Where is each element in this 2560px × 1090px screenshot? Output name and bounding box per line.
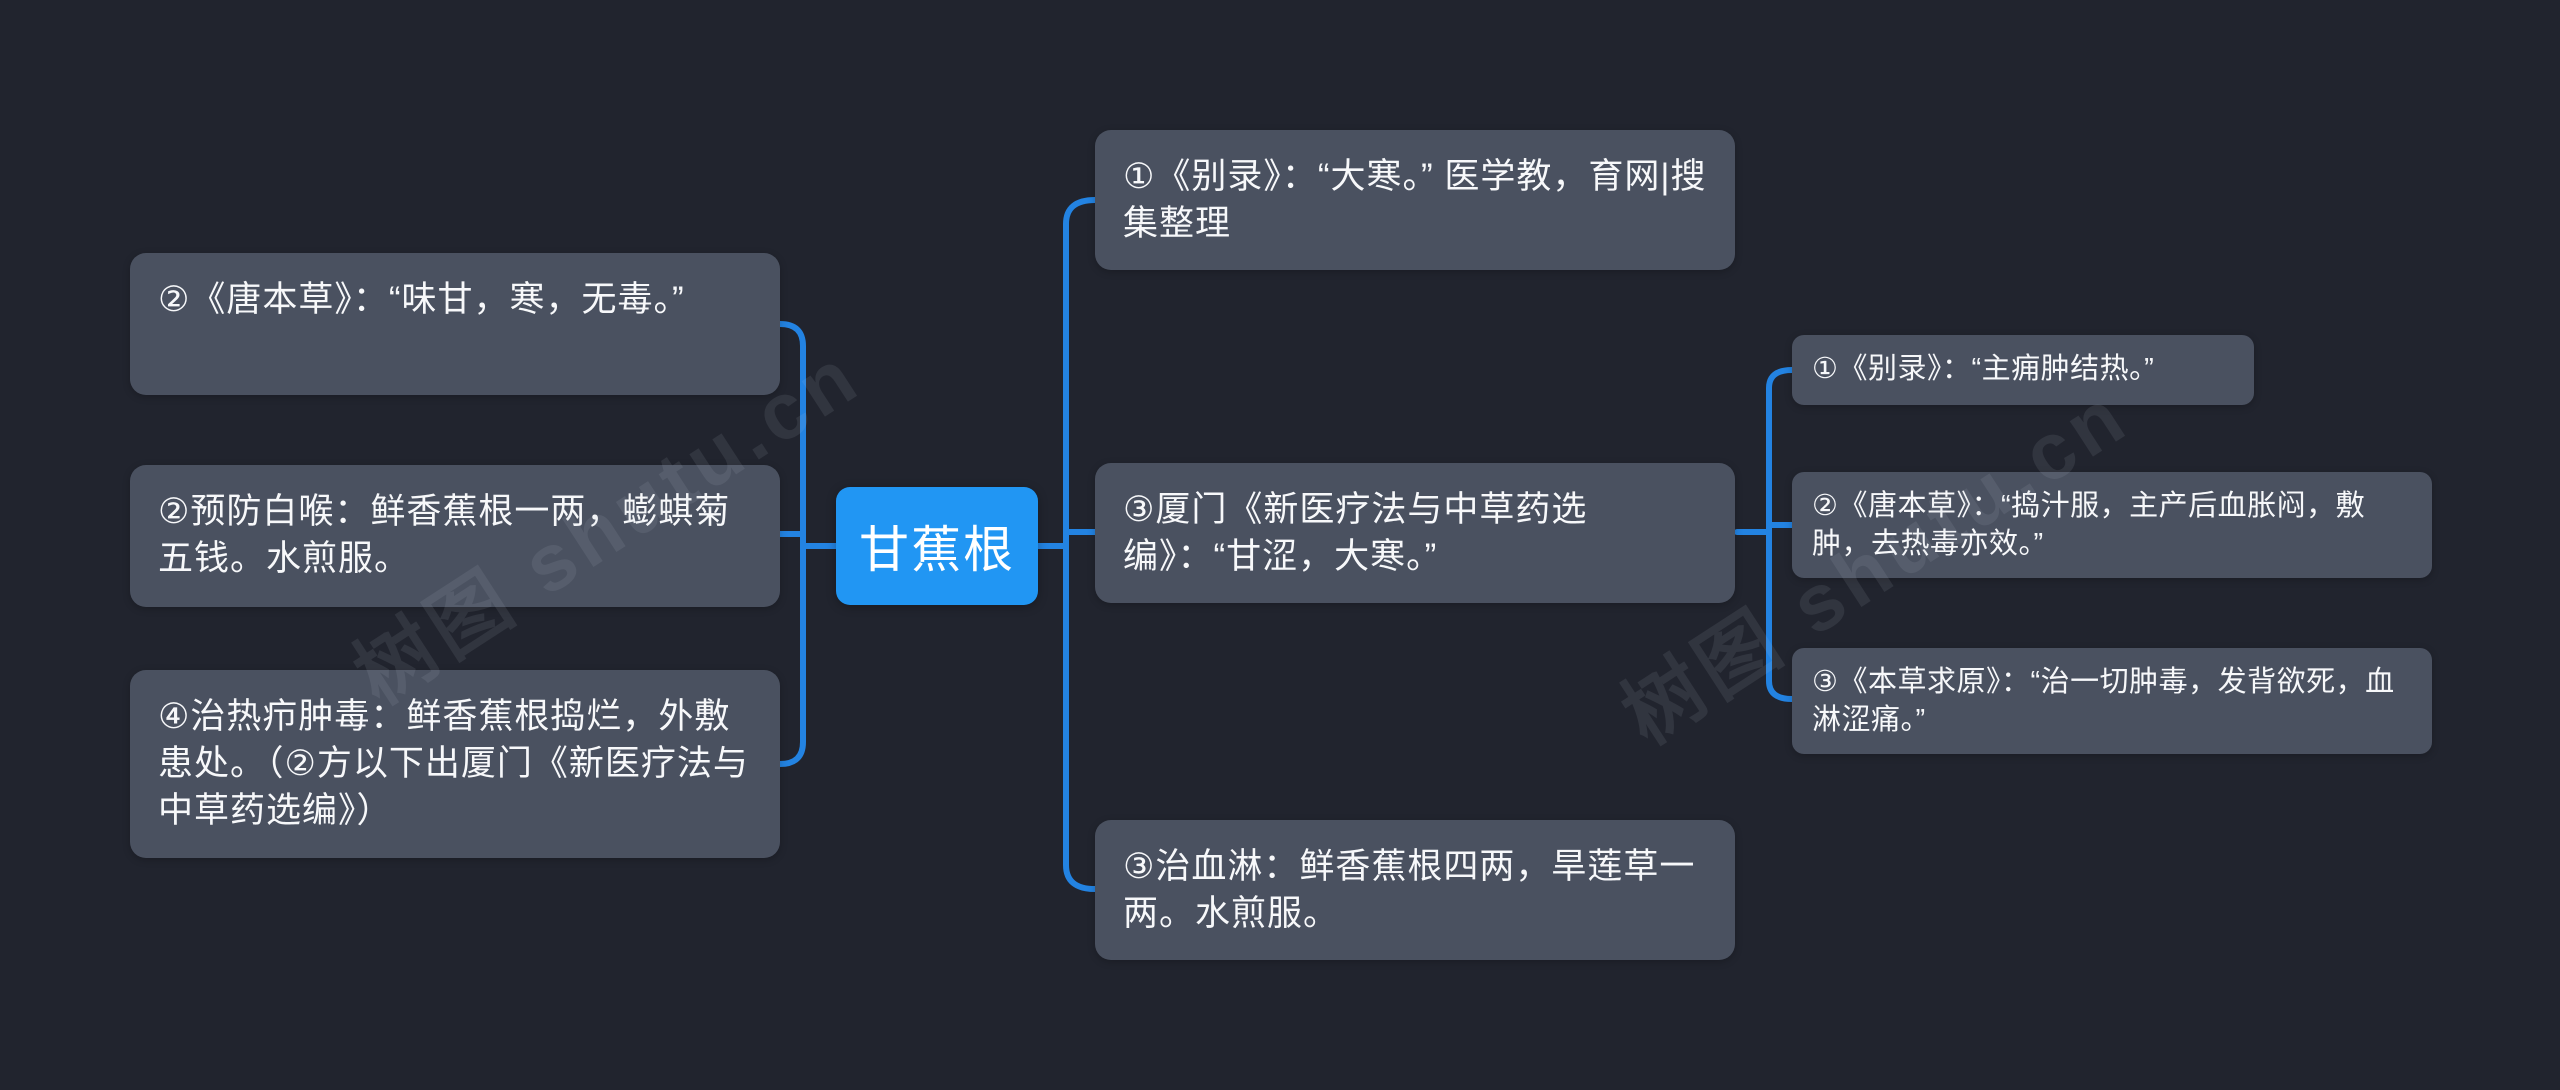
left-node-zhirejie[interactable]: ④治热疖肿毒：鲜香蕉根捣烂，外敷患处。（②方以下出厦门《新医疗法与中草药选编》）: [130, 670, 780, 858]
connector-sub-trunk: [1766, 367, 1795, 702]
subnode-bencaoqiuyuan[interactable]: ③《本草求原》：“治一切肿毒，发背欲死，血淋涩痛。”: [1792, 648, 2432, 754]
subnode-bielu[interactable]: ①《别录》：“主痈肿结热。”: [1792, 335, 2254, 405]
right-node-zhixuelin[interactable]: ③治血淋：鲜香蕉根四两，旱莲草一两。水煎服。: [1095, 820, 1735, 960]
left-node-yufangbaihou[interactable]: ②预防白喉：鲜香蕉根一两，蟛蜞菊五钱。水煎服。: [130, 465, 780, 607]
root-node[interactable]: 甘蕉根: [836, 487, 1038, 605]
connector-right-trunk: [1063, 197, 1098, 892]
right-node-xiamen-xuanbian[interactable]: ③厦门《新医疗法与中草药选编》：“甘涩，大寒。”: [1095, 463, 1735, 603]
right-node-bielu[interactable]: ①《别录》：“大寒。” 医学教，育网|搜集整理: [1095, 130, 1735, 270]
left-node-tangbencao[interactable]: ②《唐本草》：“味甘，寒，无毒。”: [130, 253, 780, 395]
subnode-tangbencao[interactable]: ②《唐本草》：“捣汁服，主产后血胀闷，敷肿，去热毒亦效。”: [1792, 472, 2432, 578]
connector-left-trunk: [777, 321, 806, 767]
